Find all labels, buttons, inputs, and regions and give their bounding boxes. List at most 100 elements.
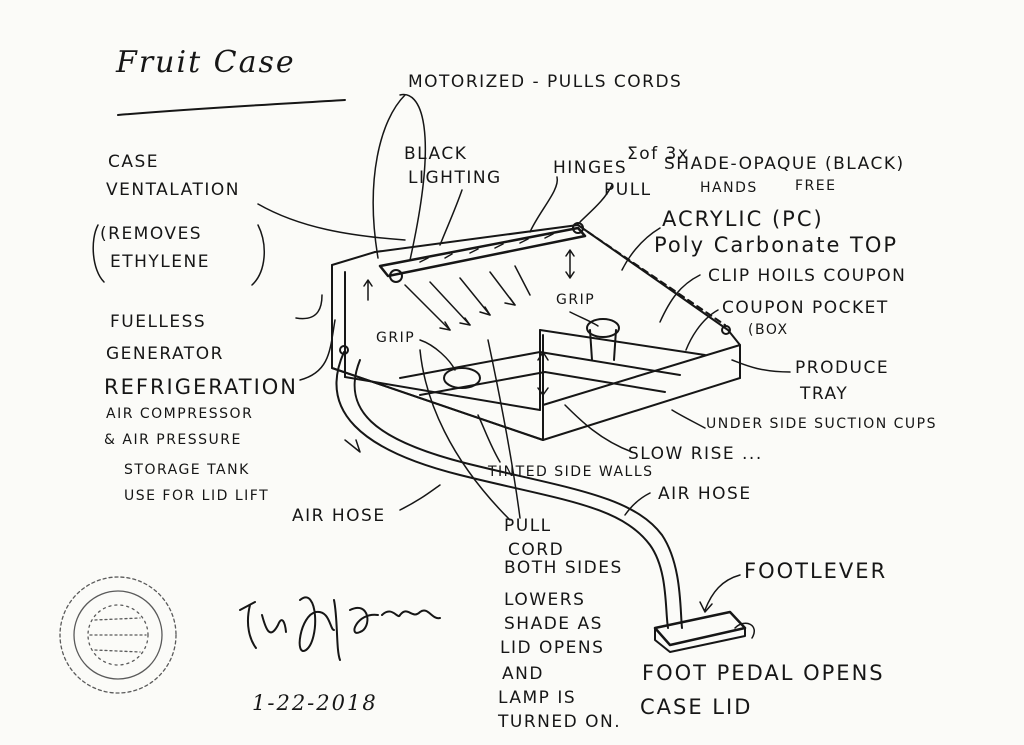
leader-fuelless bbox=[295, 294, 323, 320]
label-ethylene: ETHYLENE bbox=[110, 252, 210, 272]
leader-clip bbox=[659, 274, 701, 323]
case-right-front bbox=[542, 344, 741, 406]
label-shade-as: SHADE AS bbox=[504, 614, 603, 634]
label-case: CASE bbox=[108, 152, 160, 172]
label-removes: (REMOVES bbox=[100, 224, 203, 244]
label-air-pressure: & AIR PRESSURE bbox=[104, 432, 242, 448]
leader-slowrise bbox=[564, 404, 633, 453]
label-free: FREE bbox=[795, 178, 837, 194]
leader-hinges bbox=[529, 176, 558, 233]
hose-joint bbox=[339, 345, 349, 355]
left-hinge bbox=[389, 269, 403, 283]
leader-grip-right bbox=[569, 311, 599, 327]
case-front-edge bbox=[331, 367, 741, 441]
foot-pedal-base bbox=[654, 627, 746, 653]
label-pull: PULL bbox=[504, 516, 552, 536]
leader-produce bbox=[731, 359, 791, 373]
leader-motorized bbox=[399, 93, 426, 261]
label-and: AND bbox=[502, 664, 544, 684]
label-motorized: MOTORIZED - PULLS CORDS bbox=[408, 72, 683, 92]
leader-motorized-2 bbox=[372, 94, 406, 259]
case-inner-floor bbox=[344, 376, 541, 411]
lid-side bbox=[587, 231, 726, 326]
label-refrigeration: REFRIGERATION bbox=[104, 375, 298, 399]
leader-grip-left bbox=[419, 339, 456, 371]
label-storage-tank: STORAGE TANK bbox=[124, 462, 250, 478]
signature-date: 1-22-2018 bbox=[252, 691, 378, 715]
signature-mark bbox=[239, 596, 441, 661]
grip-right-post bbox=[589, 329, 617, 361]
label-generator: GENERATOR bbox=[106, 344, 224, 364]
leader-tinted bbox=[477, 414, 501, 463]
label-hands: HANDS bbox=[700, 180, 758, 196]
tray-inner bbox=[399, 351, 681, 379]
rise-arrow-1 bbox=[537, 351, 549, 396]
leader-pocket bbox=[685, 309, 719, 351]
label-slow-rise: SLOW RISE ... bbox=[628, 444, 763, 464]
leader-airhose-right bbox=[624, 492, 651, 516]
label-lighting: LIGHTING bbox=[408, 168, 502, 188]
leader-refrig bbox=[299, 319, 336, 381]
leader-airhose-left bbox=[399, 484, 441, 511]
label-grip-left: GRIP bbox=[376, 330, 416, 346]
label-hinges: HINGES bbox=[553, 158, 628, 178]
label-air-hose-left: AIR HOSE bbox=[292, 506, 386, 526]
air-hose-inner bbox=[353, 359, 683, 629]
label-tinted-walls: TINTED SIDE WALLS bbox=[488, 464, 654, 480]
label-air-hose-right: AIR HOSE bbox=[658, 484, 752, 504]
wall-arrow bbox=[363, 279, 373, 301]
label-produce: PRODUCE bbox=[795, 358, 890, 378]
rise-arrow-2 bbox=[565, 249, 575, 279]
label-clip-holds: CLIP HOILS COUPON bbox=[708, 266, 907, 286]
light-bar bbox=[378, 226, 587, 278]
label-shade-opaque: SHADE-OPAQUE (BLACK) bbox=[664, 154, 905, 174]
label-both-sides: BOTH SIDES bbox=[504, 558, 623, 578]
label-polycarbonate: Poly Carbonate TOP bbox=[654, 233, 899, 257]
ray-heads bbox=[439, 297, 516, 331]
notary-seal bbox=[59, 576, 177, 694]
light-rays bbox=[404, 265, 531, 331]
label-fuelless: FUELLESS bbox=[110, 312, 207, 332]
right-hinge bbox=[572, 222, 584, 234]
label-foot-lever: FOOTLEVER bbox=[744, 559, 888, 583]
leader-shade bbox=[579, 184, 613, 223]
ventilation-bracket-right bbox=[251, 224, 265, 286]
leader-suction bbox=[671, 409, 706, 429]
grip-left-shape bbox=[443, 367, 481, 389]
label-case-lid: CASE LID bbox=[640, 695, 753, 719]
leader-pullcord-2 bbox=[419, 349, 511, 521]
label-grip-right: GRIP bbox=[556, 292, 596, 308]
label-ventalation: VENTALATION bbox=[106, 180, 240, 200]
leader-lighting bbox=[439, 189, 463, 246]
label-lid-opens: LID OPENS bbox=[500, 638, 605, 658]
label-cord: CORD bbox=[508, 540, 565, 560]
case-top-left bbox=[331, 251, 376, 266]
case-floor-right bbox=[539, 329, 706, 356]
label-acrylic: ACRYLIC (PC) bbox=[662, 207, 824, 231]
label-box: (BOX bbox=[748, 322, 789, 338]
label-air-compressor: AIR COMPRESSOR bbox=[106, 406, 254, 422]
diagram-title: Fruit Case bbox=[116, 45, 296, 80]
air-hose-outer bbox=[335, 351, 669, 629]
foot-pedal-spring bbox=[734, 622, 755, 639]
leader-acrylic bbox=[621, 227, 661, 271]
case-back-wall bbox=[374, 224, 579, 253]
title-underline bbox=[117, 99, 346, 116]
label-foot-pedal: FOOT PEDAL OPENS bbox=[642, 661, 885, 685]
lid-knob bbox=[721, 325, 731, 335]
label-lid-lift: USE FOR LID LIFT bbox=[124, 488, 270, 504]
label-suction-cups: UNDER SIDE SUCTION CUPS bbox=[706, 416, 937, 432]
ventilation-bracket-left bbox=[92, 224, 105, 283]
leader-ventilation bbox=[257, 203, 406, 241]
hose-flow-arrow bbox=[344, 439, 361, 453]
light-bar-hatch bbox=[419, 233, 554, 263]
leader-pullcord bbox=[487, 339, 521, 519]
label-black: BLACK bbox=[404, 144, 468, 164]
label-turned-on: TURNED ON. bbox=[498, 712, 622, 732]
label-pull-shade: PULL bbox=[604, 180, 652, 200]
label-lowers: LOWERS bbox=[504, 590, 586, 610]
grip-right-shape bbox=[586, 318, 620, 338]
label-coupon-pocket: COUPON POCKET bbox=[722, 298, 889, 318]
